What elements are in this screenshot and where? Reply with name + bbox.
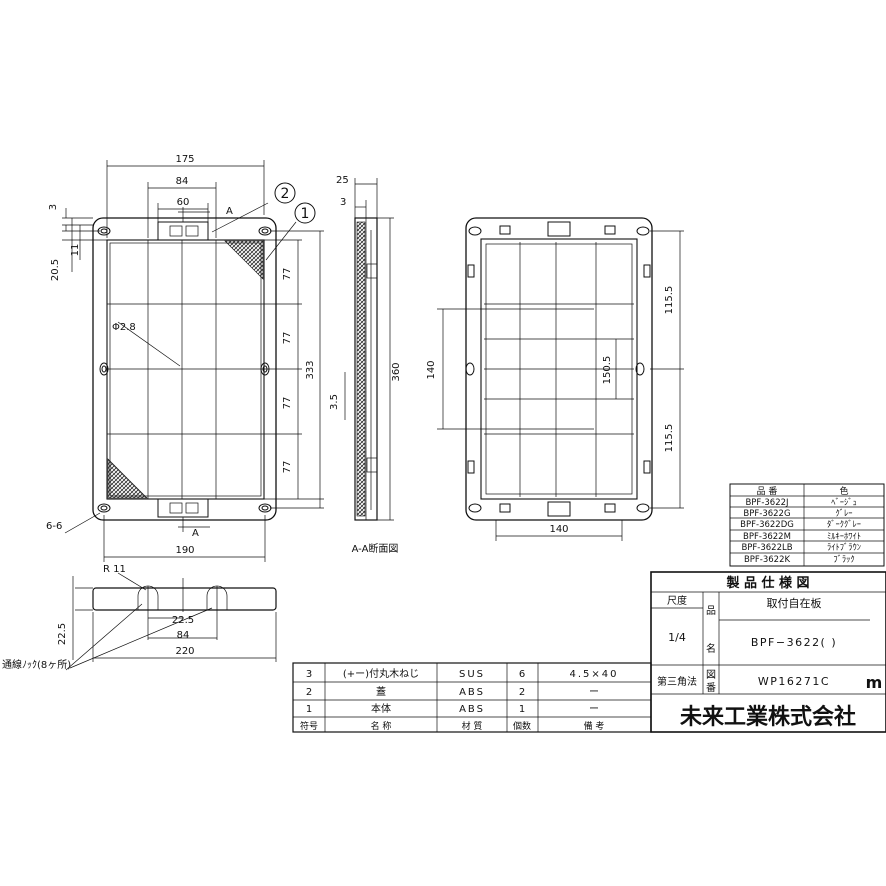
- dim-84-bottom: 84: [177, 630, 190, 641]
- dim-84: 84: [176, 176, 189, 187]
- projection-label: 第三角法: [657, 675, 697, 688]
- parts-header-qty: 個数: [513, 720, 531, 732]
- drawing-number: WP16271C: [758, 675, 830, 688]
- dim-190: 190: [175, 545, 194, 556]
- color-row-color: ﾐﾙｷｰﾎﾜｲﾄ: [827, 532, 861, 542]
- callout-2: 2: [281, 186, 290, 202]
- parts-header-name: 名 称: [371, 720, 392, 732]
- color-row-number: BPF-3622G: [743, 509, 790, 519]
- part-name: 蓋: [376, 686, 386, 698]
- part-material: ABS: [459, 687, 485, 698]
- company-name: 未来工業株式会社: [680, 704, 856, 730]
- part-note: ー: [589, 687, 599, 698]
- dim-20-5: 20.5: [50, 259, 61, 281]
- part-qty: 1: [519, 704, 525, 715]
- title-block: 製 品 仕 様 図 尺度 1/4 品 名 図 番 取付自在板 BPF−3622(…: [650, 571, 886, 733]
- dim-115-5-a: 115.5: [664, 286, 675, 315]
- dim-77-c: 77: [282, 397, 293, 410]
- dim-333: 333: [305, 360, 316, 379]
- bottom-view: R 11 22.5 22.5 84 220 通線ﾉｯｸ(8ヶ所): [2, 564, 277, 671]
- color-row-number: BPF-3622DG: [740, 520, 794, 530]
- section-mark-top: A: [226, 206, 233, 217]
- color-row-number: BPF-3622K: [744, 555, 791, 565]
- color-row-color: ﾍﾞｰｼﾞｭ: [831, 498, 857, 508]
- dim-phi: Φ2.8: [112, 322, 136, 333]
- color-row-number: BPF-3622J: [745, 498, 788, 508]
- color-row-color: ﾌﾞﾗｯｸ: [833, 555, 854, 565]
- part-qty: 2: [519, 687, 525, 698]
- color-row-color: ﾀﾞｰｸｸﾞﾚｰ: [827, 520, 861, 530]
- dim-77-a: 77: [282, 268, 293, 281]
- parts-header-symbol: 符号: [300, 720, 318, 732]
- part-note: 4.5×40: [569, 669, 618, 680]
- part-material: SUS: [459, 669, 485, 680]
- dim-115-5-b: 115.5: [664, 424, 675, 453]
- dim-77-b: 77: [282, 332, 293, 345]
- parts-table: 3 (+ー)付丸木ねじ SUS 6 4.5×40 2 蓋 ABS 2 ー 1 本…: [292, 662, 652, 733]
- color-table-header-color: 色: [839, 485, 848, 497]
- scale-label: 尺度: [667, 594, 687, 607]
- dim-r11: R 11: [103, 564, 126, 575]
- knock-label: 通線ﾉｯｸ(8ヶ所): [2, 658, 71, 671]
- color-row-number: BPF-3622M: [743, 532, 791, 542]
- part-name: 本体: [371, 702, 391, 715]
- front-view: 2 1 175 84 60 A A 3 20.5 11 77 77 77 77 …: [46, 154, 324, 562]
- part-material: ABS: [459, 704, 485, 715]
- title: 製 品 仕 様 図: [725, 575, 809, 591]
- product-name: BPF−3622( ): [751, 636, 837, 649]
- part-symbol: 2: [306, 687, 312, 698]
- dim-140-h: 140: [549, 524, 568, 535]
- dim-3: 3: [48, 204, 59, 210]
- label-mei: 名: [706, 642, 716, 655]
- color-row-color: ｸﾞﾚｰ: [835, 509, 852, 519]
- part-note: ー: [589, 704, 599, 715]
- label-hin: 品: [706, 605, 716, 617]
- parts-header-note: 備 考: [584, 720, 605, 732]
- dim-150-5: 150.5: [602, 356, 613, 385]
- part-name: (+ー)付丸木ねじ: [343, 667, 419, 680]
- label-ban: 番: [706, 682, 716, 694]
- dim-3-section: 3: [340, 197, 346, 208]
- callout-1: 1: [301, 206, 310, 222]
- parts-header-material: 材 質: [462, 720, 483, 732]
- dim-220: 220: [175, 646, 194, 657]
- label-zu: 図: [706, 669, 716, 681]
- part-symbol: 3: [306, 669, 312, 680]
- color-table: 品 番 色 BPF-3622J ﾍﾞｰｼﾞｭ BPF-3622G ｸﾞﾚｰ BP…: [729, 483, 885, 567]
- rear-view: 140 115.5 115.5 150.5 140: [426, 217, 684, 541]
- part-qty: 6: [519, 669, 525, 680]
- product-description: 取付自在板: [767, 596, 822, 610]
- dim-3-5: 3.5: [329, 394, 340, 410]
- dim-hole: 6-6: [46, 521, 62, 532]
- section-label: A-A断面図: [352, 542, 399, 555]
- dim-11: 11: [70, 244, 81, 257]
- scale-value: 1/4: [668, 631, 686, 644]
- section-view: 25 3 3.5 360 A-A断面図: [329, 175, 402, 555]
- dim-175: 175: [175, 154, 194, 165]
- dim-22-5: 22.5: [172, 615, 194, 626]
- dim-77-d: 77: [282, 461, 293, 474]
- dim-22-5-h: 22.5: [57, 623, 68, 645]
- company-logo: m: [866, 673, 883, 692]
- dim-60: 60: [177, 197, 190, 208]
- color-table-header-number: 品 番: [757, 485, 778, 497]
- color-row-color: ﾗｲﾄﾌﾞﾗｳﾝ: [827, 543, 861, 553]
- dim-360: 360: [391, 362, 402, 381]
- color-row-number: BPF-3622LB: [741, 543, 792, 553]
- dim-25: 25: [336, 175, 349, 186]
- section-mark-bottom: A: [192, 528, 199, 539]
- part-symbol: 1: [306, 704, 312, 715]
- dim-140-v: 140: [426, 360, 437, 379]
